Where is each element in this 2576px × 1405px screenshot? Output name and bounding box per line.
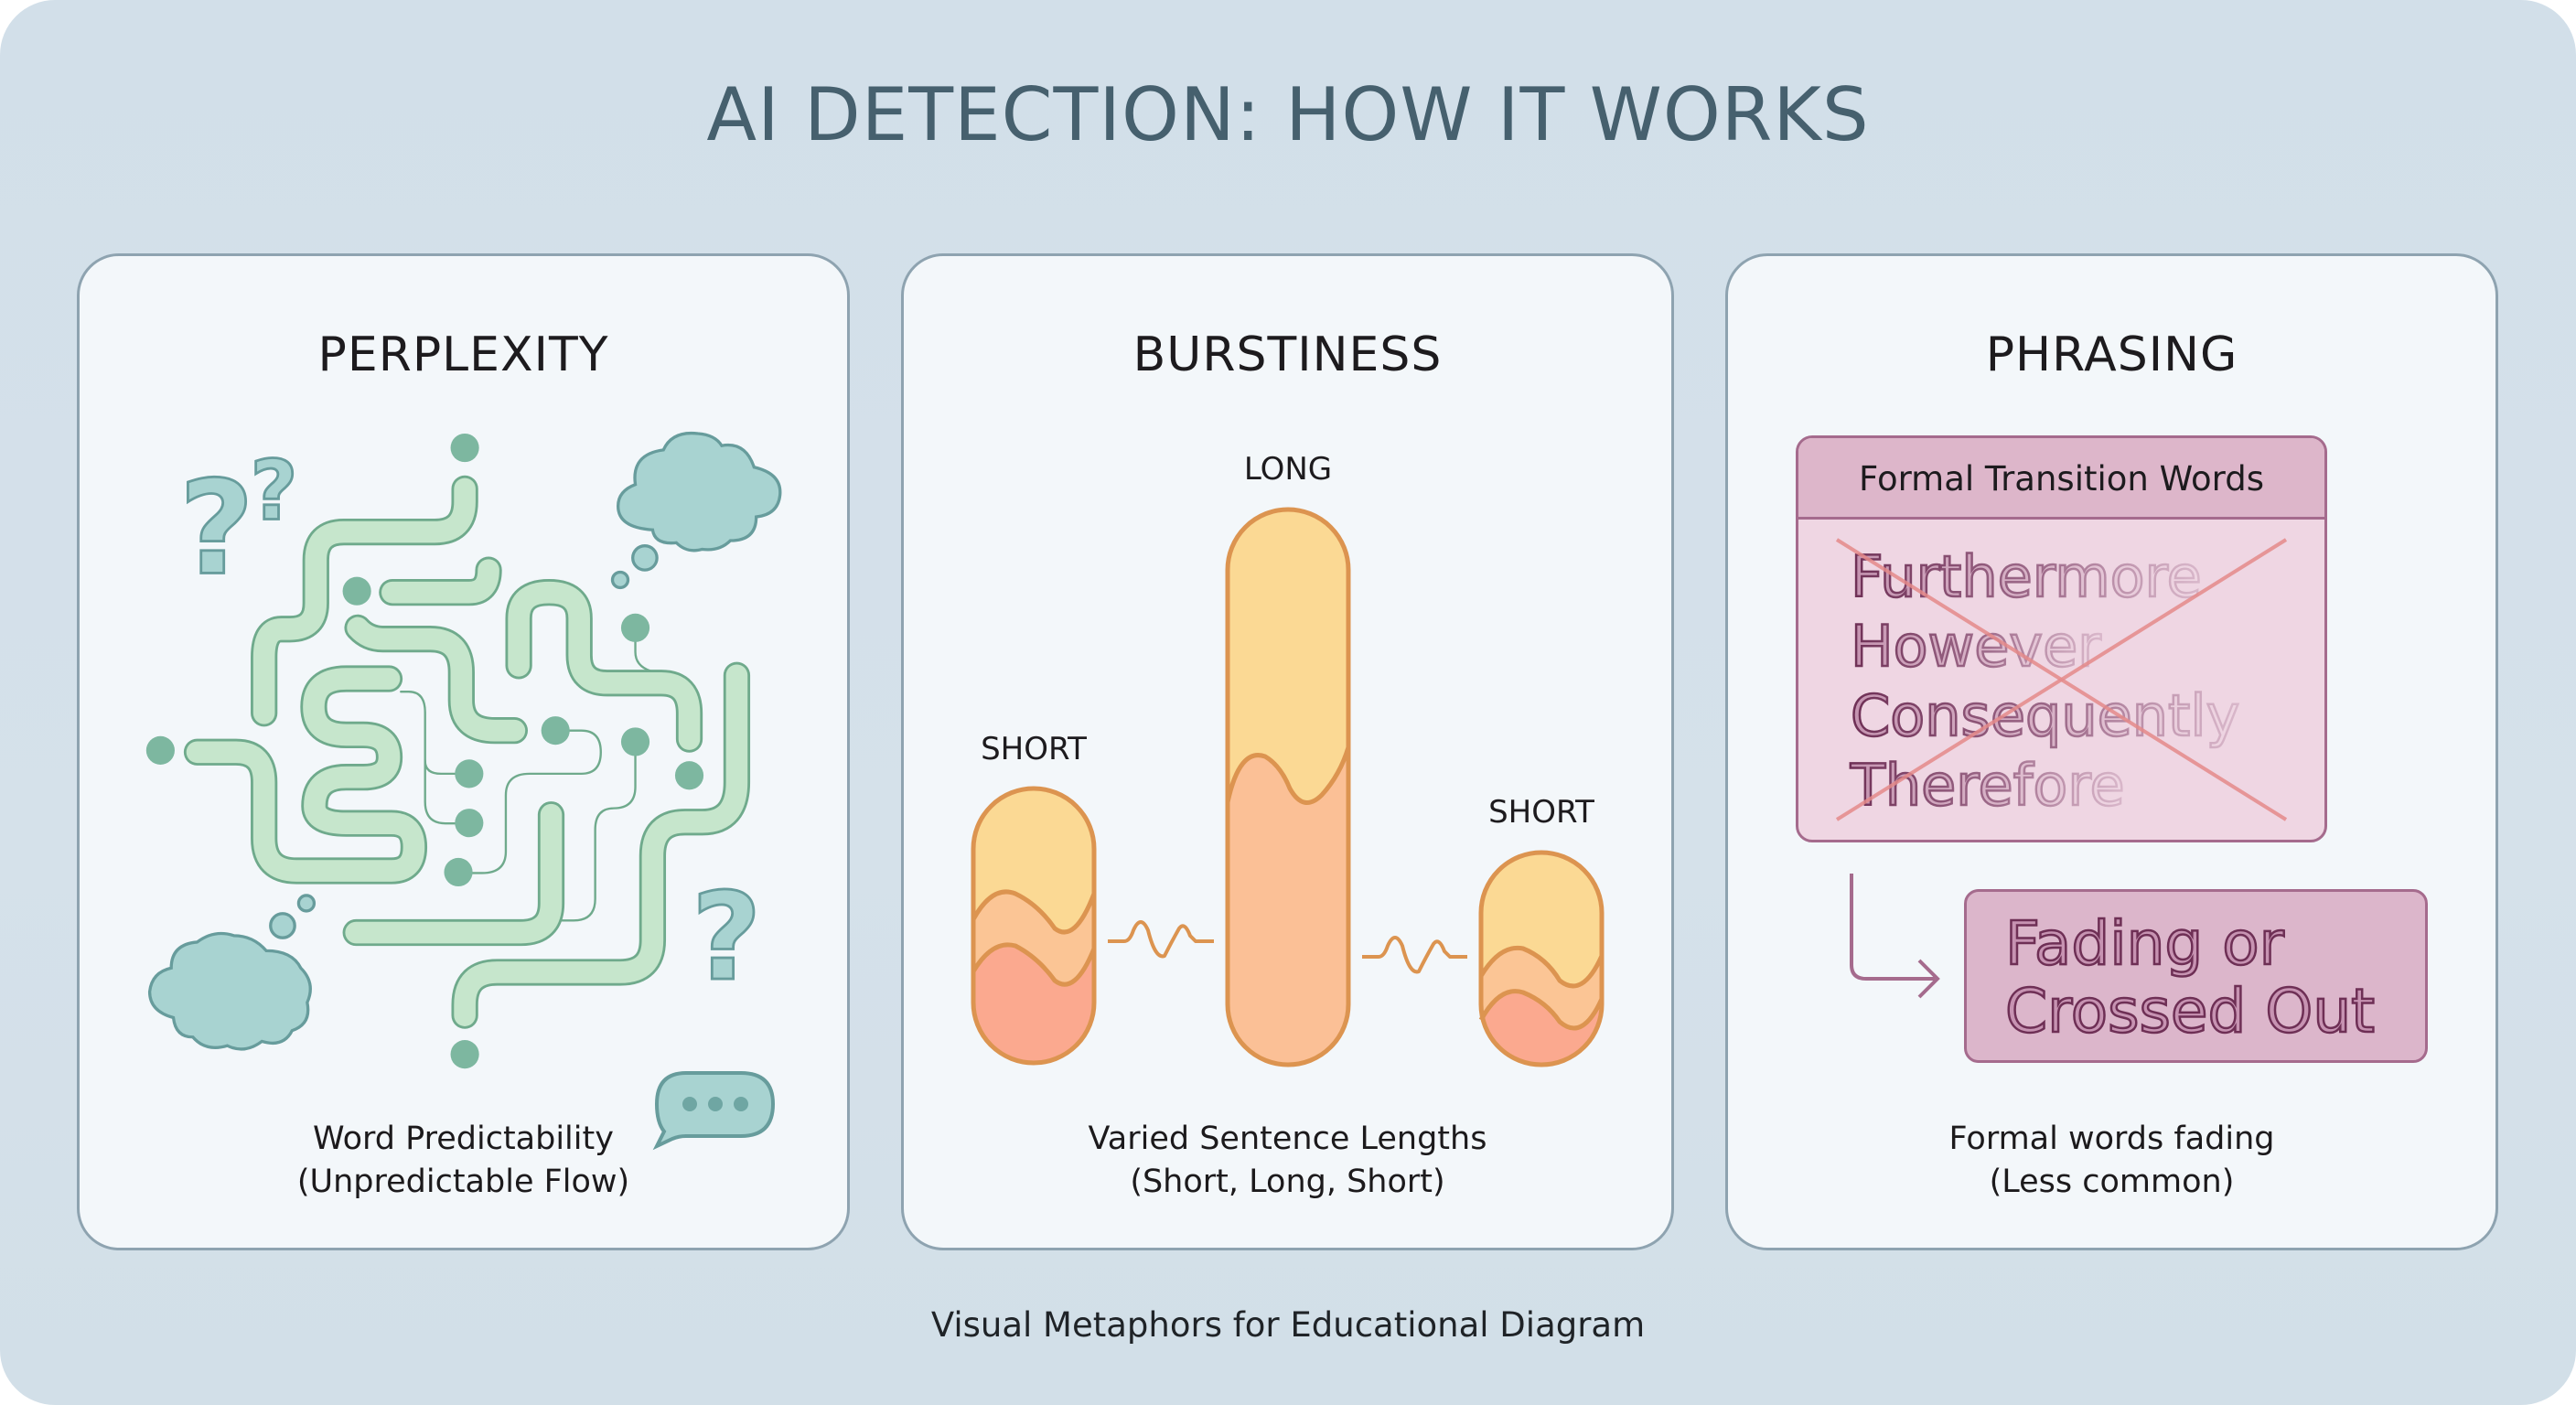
result-line1: Fading or — [2005, 908, 2285, 979]
maze-dot — [145, 735, 175, 765]
maze-thin-path — [561, 740, 637, 922]
formal-words-list: Furthermore However Consequently Therefo… — [1835, 538, 2288, 821]
cloud-icon — [616, 431, 782, 552]
maze-thin-paths — [400, 626, 652, 922]
maze-dot — [450, 1040, 479, 1069]
thought-bubble — [610, 570, 630, 590]
maze-thin-path — [400, 691, 471, 776]
bar-label-short-2: SHORT — [1488, 794, 1594, 831]
formal-words-header: Formal Transition Words — [1798, 438, 2324, 520]
maze-dot — [342, 576, 371, 606]
maze-dots — [145, 433, 704, 1069]
main-title: AI DETECTION: HOW IT WORKS — [706, 72, 1870, 157]
thought-bubble — [631, 544, 659, 572]
thought-bubble — [269, 912, 296, 939]
result-line2: Crossed Out — [2005, 976, 2375, 1046]
question-marks: ? ? ? — [177, 443, 763, 1009]
arrow-down-right-icon — [1850, 874, 1940, 999]
formal-word: Consequently — [1851, 682, 2239, 749]
thought-clouds — [147, 431, 782, 1051]
footer-caption: Visual Metaphors for Educational Diagram — [930, 1305, 1646, 1345]
perplexity-caption-line1: Word Predictability — [313, 1121, 614, 1157]
burstiness-bars-illustration: SHORT LONG SHORT — [971, 451, 1605, 1067]
burstiness-caption-line2: (Short, Long, Short) — [1130, 1164, 1445, 1200]
burstiness-caption-line1: Varied Sentence Lengths — [1088, 1121, 1487, 1157]
maze-thin-path — [456, 729, 602, 874]
question-mark-icon: ? — [179, 454, 254, 604]
formal-word: However — [1851, 613, 2101, 680]
rhythm-wave-icon — [1108, 920, 1214, 959]
perplexity-caption-line2: (Unpredictable Flow) — [296, 1164, 630, 1200]
bar-short-2 — [1478, 850, 1605, 1067]
question-mark-icon: ? — [692, 867, 762, 1008]
formal-words-box: Formal Transition Words — [1796, 435, 2327, 842]
phrasing-title: PHRASING — [1985, 327, 2238, 382]
fading-result-text: Fading or Crossed Out — [2004, 907, 2377, 1048]
burstiness-title: BURSTINESS — [1132, 327, 1443, 382]
maze-tube — [505, 579, 703, 753]
bar-label-long: LONG — [1244, 451, 1332, 488]
maze-dot — [541, 716, 570, 745]
maze-dot — [450, 433, 479, 463]
perplexity-title: PERPLEXITY — [317, 327, 609, 382]
bar-label-short-1: SHORT — [981, 731, 1087, 767]
maze-thin-path — [424, 759, 471, 825]
cloud-icon — [147, 931, 312, 1051]
perplexity-maze-illustration: ? ? ? — [145, 431, 782, 1069]
question-mark-icon: ? — [251, 444, 298, 539]
fading-result-box — [1964, 889, 2428, 1063]
phrasing-caption-line2: (Less common) — [1989, 1164, 2235, 1200]
maze-dot — [455, 809, 484, 838]
rhythm-wave-icon — [1362, 936, 1467, 974]
maze-dot — [674, 761, 704, 790]
speech-bubble-icon — [652, 1071, 776, 1151]
formal-word: Therefore — [1850, 752, 2125, 819]
bar-short-1 — [971, 786, 1097, 1066]
cross-out-line — [1835, 538, 2288, 821]
maze-dot — [620, 613, 650, 642]
bar-long — [1225, 507, 1351, 1067]
maze-dot — [620, 727, 650, 756]
maze-dot — [455, 759, 484, 788]
maze-dot — [444, 857, 473, 887]
phrasing-caption-line1: Formal words fading — [1948, 1121, 2275, 1157]
formal-word: Furthermore — [1851, 543, 2202, 610]
maze-tubes — [183, 475, 751, 1029]
thought-bubble — [296, 894, 317, 913]
maze-thin-path — [634, 626, 652, 672]
